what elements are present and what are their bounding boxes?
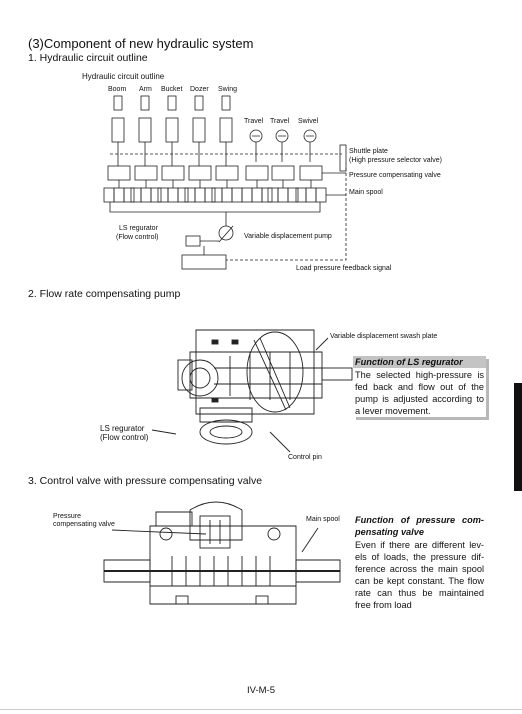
label-valve-main-spool: Main spool xyxy=(306,516,340,523)
note-pressure-comp-body: Even if there are different lev-els of l… xyxy=(355,540,484,610)
label-variable-pump: Variable displacement pump xyxy=(244,233,332,240)
label-ls-regulator: LS regurator xyxy=(119,225,158,232)
page-number: IV-M-5 xyxy=(247,685,275,696)
section-title-valve: 3. Control valve with pressure compensat… xyxy=(28,475,263,487)
label-shuttle-plate-desc: (High pressure selector valve) xyxy=(349,157,442,164)
chapter-tab xyxy=(514,383,522,491)
shuttle-plate xyxy=(339,144,347,172)
label-travel-2: Travel xyxy=(270,118,290,125)
note-pressure-comp-title: Function of pressure com-pensating valve xyxy=(355,515,484,537)
bottom-divider xyxy=(0,709,522,710)
note-ls-regulator-body: The selected high-pressure is fed back a… xyxy=(355,370,484,416)
note-ls-regulator-title: Function of LS regurator xyxy=(353,356,486,368)
travel-motors xyxy=(249,129,317,162)
label-swash-plate: Variable displacement swash plate xyxy=(330,333,438,340)
variable-pump xyxy=(218,225,234,241)
label-dozer: Dozer xyxy=(190,86,209,93)
label-main-spool: Main spool xyxy=(349,189,383,196)
circuit-title: Hydraulic circuit outline xyxy=(82,72,165,81)
section-title-pump: 2. Flow rate compensating pump xyxy=(28,288,181,300)
section-title-circuit: 1. Hydraulic circuit outline xyxy=(28,52,148,64)
page-heading: (3)Component of new hydraulic system xyxy=(28,36,254,51)
note-pressure-comp: Function of pressure com-pensating valve… xyxy=(353,514,486,611)
label-flow-control: (Flow control) xyxy=(116,234,159,241)
label-control-pin: Control pin xyxy=(288,454,322,461)
label-swing: Swing xyxy=(218,86,238,93)
label-pressure-comp-valve: Pressure compensating valve xyxy=(349,172,441,179)
label-swivel: Swivel xyxy=(298,118,319,125)
label-travel-1: Travel xyxy=(244,118,264,125)
label-pump-flow-control: (Flow control) xyxy=(100,433,149,442)
label-pump-ls-regulator: LS regurator xyxy=(100,424,145,433)
label-feedback-signal: Load pressure feedback signal xyxy=(296,265,392,272)
note-ls-regulator: Function of LS regurator The selected hi… xyxy=(353,356,486,417)
label-shuttle-plate: Shuttle plate xyxy=(349,148,388,155)
label-bucket: Bucket xyxy=(161,86,183,93)
label-boom: Boom xyxy=(108,86,127,93)
label-arm: Arm xyxy=(139,86,152,93)
label-pressure-1: Pressure xyxy=(53,513,82,520)
label-pressure-2: compensating valve xyxy=(53,521,115,528)
